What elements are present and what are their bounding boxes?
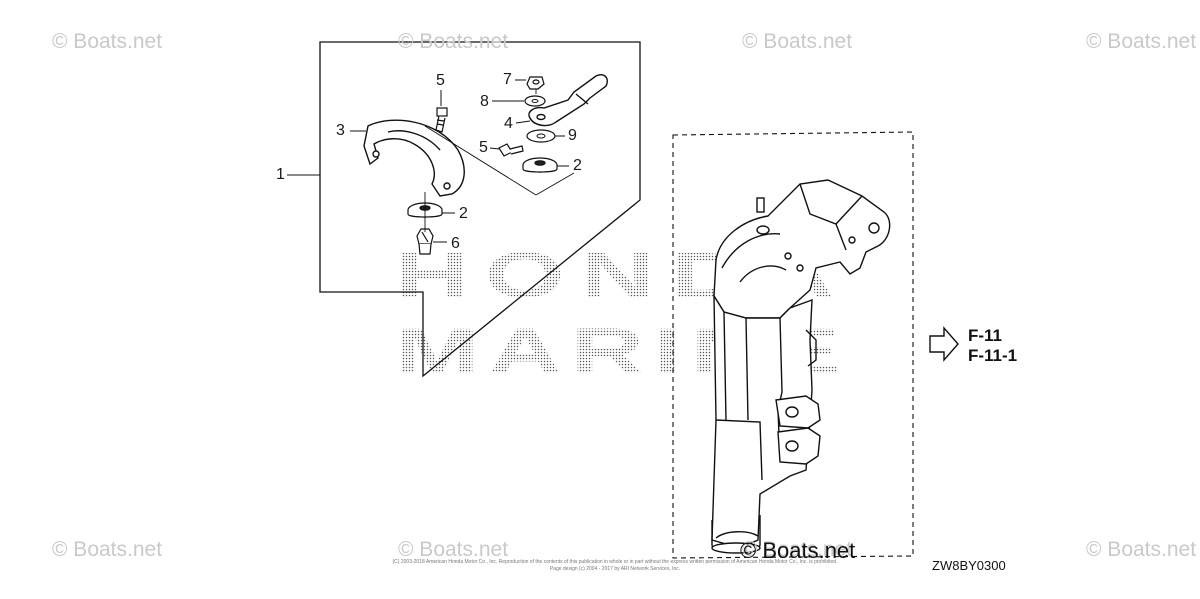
leader-4: [515, 120, 531, 124]
part-3-bracket: [363, 119, 465, 197]
watermark-top-2: © Boats.net: [398, 30, 509, 53]
figure-reference-f11[interactable]: F-11: [968, 326, 1003, 345]
callout-6: 6: [451, 235, 460, 252]
watermark-bottom-4: © Boats.net: [1086, 538, 1197, 561]
copyright-line-1: (C) 2003-2018 American Honda Motor Co., …: [392, 559, 838, 565]
copyright-line-2: Page design (c) 2004 - 2017 by ARI Netwo…: [549, 566, 681, 572]
reference-arrow-icon: [929, 326, 959, 362]
part-7-nut: [526, 76, 545, 90]
part-2-mount-upper: [522, 157, 558, 173]
part-5-bolt-lower: [498, 143, 524, 157]
callout-2-lower: 2: [459, 205, 468, 222]
callout-9: 9: [568, 127, 577, 144]
callout-4: 4: [504, 115, 513, 132]
watermark-bottom-1: © Boats.net: [52, 538, 163, 561]
watermark-top-1: © Boats.net: [52, 30, 163, 53]
callout-7: 7: [503, 71, 512, 88]
watermark-top-3: © Boats.net: [742, 30, 853, 53]
callout-5-lower: 5: [479, 139, 488, 156]
part-4-link: [528, 74, 608, 127]
callout-1: 1: [276, 166, 285, 183]
part-5-bolt-upper: [435, 107, 448, 133]
diagram-code: ZW8BY0300: [932, 558, 1006, 573]
kit-bracket-outline: [319, 41, 641, 378]
brand-watermark: © Boats.net: [740, 538, 856, 563]
extension-case-dashed-outline: [672, 131, 914, 559]
watermark-bottom-3: © Boats.net: [742, 538, 853, 561]
callout-8: 8: [480, 93, 489, 110]
watermark-top-4: © Boats.net: [1086, 30, 1197, 53]
assembly-guide-lines: [424, 89, 575, 232]
figure-reference-f11-1[interactable]: F-11-1: [968, 346, 1018, 365]
part-6-stud: [416, 228, 434, 255]
callout-2-upper: 2: [573, 157, 582, 174]
copyright-notice: (C) 2003-2018 American Honda Motor Co., …: [335, 559, 895, 573]
callout-5-upper: 5: [436, 72, 445, 89]
leader-5b: [489, 147, 500, 150]
watermark-bottom-2: © Boats.net: [398, 538, 509, 561]
callout-3: 3: [336, 122, 345, 139]
extension-case: [711, 179, 891, 554]
